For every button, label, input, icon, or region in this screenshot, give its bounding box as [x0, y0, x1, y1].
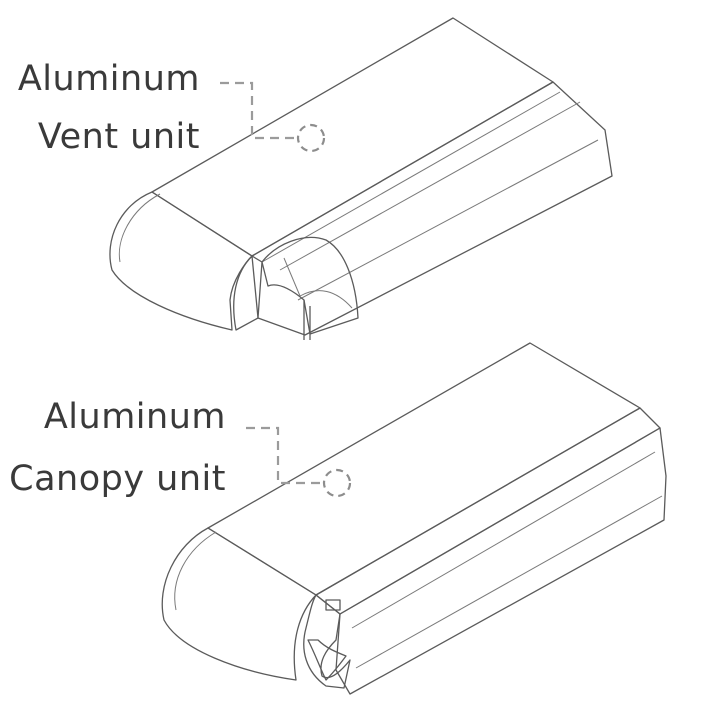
canopy-unit-profile [161, 342, 667, 695]
vent-unit-label: Vent unit [37, 117, 200, 157]
canopy-side-face [335, 427, 667, 695]
vent-lip [261, 236, 359, 335]
vent-callout-marker [296, 123, 326, 153]
vent-channel [233, 255, 263, 331]
vent-unit-profile [109, 17, 613, 340]
vent-leader [220, 81, 326, 153]
vent-side-face [251, 81, 613, 336]
vent-end-cap [109, 191, 253, 331]
canopy-leader [246, 426, 352, 498]
vent-material-label: Aluminum [17, 59, 200, 99]
canopy-top-face [207, 342, 641, 596]
canopy-callout-marker [322, 468, 352, 498]
canopy-material-label: Aluminum [43, 397, 226, 437]
canopy-end-cap [161, 527, 317, 681]
canopy-unit-label: Canopy unit [9, 459, 226, 499]
canopy-hook [303, 594, 351, 689]
vent-top-face [151, 17, 554, 257]
